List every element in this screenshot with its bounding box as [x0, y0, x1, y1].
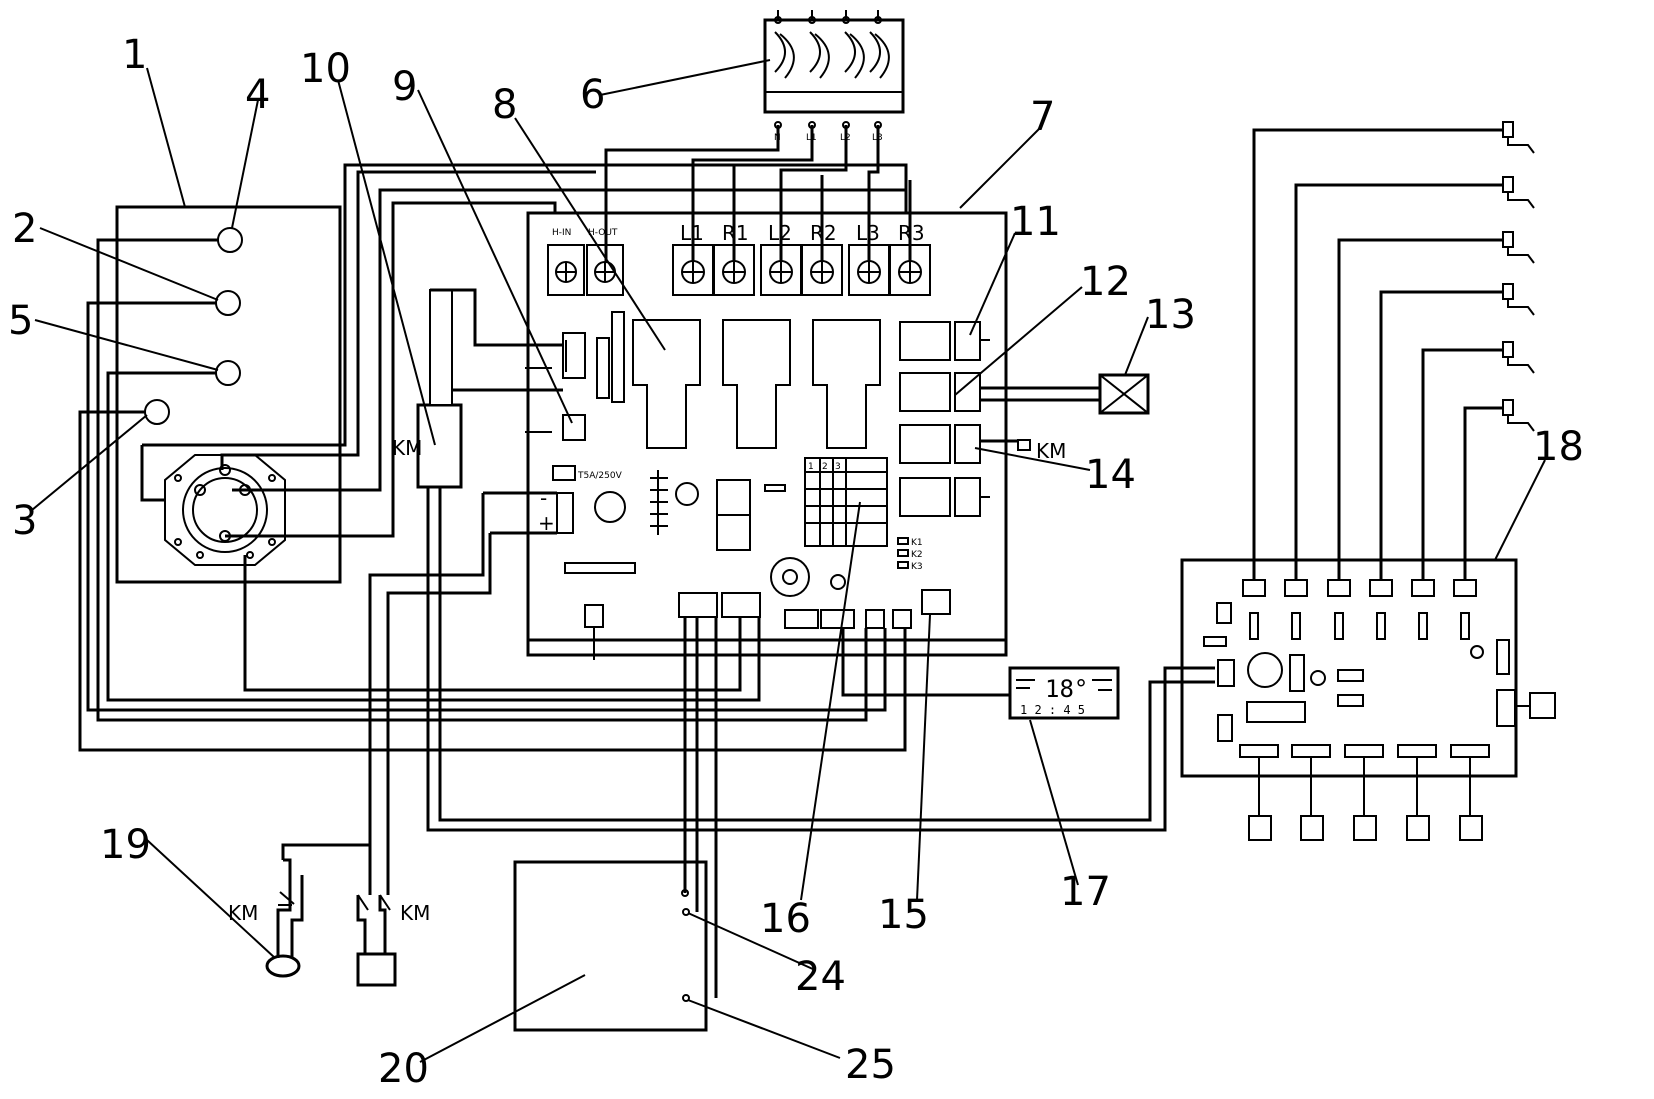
- grid-label-3: 3: [835, 462, 841, 472]
- contactor-km: KM: [392, 289, 463, 489]
- wiring-harness: [78, 163, 1215, 895]
- secondary-control-board: [1180, 558, 1556, 841]
- resistor-strip: [564, 562, 636, 574]
- callout-11: 11: [1010, 199, 1061, 245]
- callout-18: 18: [1533, 424, 1584, 470]
- callout-10: 10: [300, 46, 351, 92]
- callout-16: 16: [760, 896, 811, 942]
- callout-12: 12: [1080, 259, 1131, 305]
- callout-9: 9: [392, 64, 417, 110]
- callout-numbers: 1 2 3 4 5 6 7 8 9 10 11 12 13 14 15 16 1…: [8, 32, 1584, 1092]
- display-time: 1 2 : 4 5: [1020, 703, 1085, 717]
- coil-km-label: KM: [1036, 439, 1066, 463]
- pump-km-label: KM: [228, 901, 258, 925]
- callout-2: 2: [12, 206, 37, 252]
- callout-19: 19: [100, 822, 151, 868]
- polarity-minus: -: [540, 486, 547, 510]
- buzzer: [770, 557, 810, 597]
- callout-24: 24: [795, 954, 846, 1000]
- dip-switch-grid: 1 2 3: [804, 457, 888, 547]
- callout-4: 4: [245, 72, 270, 118]
- callout-20: 20: [378, 1046, 429, 1092]
- water-out-label: H-OUT: [588, 228, 618, 238]
- callout-17: 17: [1060, 869, 1111, 915]
- circuit-breaker: N L1 L2 L3: [763, 10, 905, 143]
- transformer: [650, 470, 668, 535]
- grid-label-2: 2: [822, 462, 828, 472]
- capacitor-1: [594, 491, 626, 523]
- contactor-km-label: KM: [392, 436, 422, 460]
- callout-leaders: [31, 59, 1546, 1063]
- power-relays: [632, 319, 881, 449]
- switch-km-label: KM: [400, 901, 430, 925]
- k-switches: K1 K2 K3: [897, 537, 923, 572]
- polarity-plus: +: [538, 511, 555, 535]
- connector-strip-2: [611, 311, 625, 403]
- display-temperature: 18°: [1045, 675, 1088, 703]
- callout-8: 8: [492, 82, 517, 128]
- callout-7: 7: [1030, 94, 1055, 140]
- fan-13: [980, 373, 1150, 415]
- k1-label: K1: [911, 538, 923, 548]
- water-terminals: H-IN H-OUT: [547, 228, 624, 296]
- callout-14: 14: [1085, 452, 1136, 498]
- breaker-wires: [604, 125, 912, 262]
- pump-19: KM KM: [228, 858, 430, 987]
- grid-label-1: 1: [808, 462, 814, 472]
- heater-tank-box: [115, 205, 342, 584]
- small-part: [764, 484, 786, 492]
- fuse: [552, 465, 576, 481]
- callout-13: 13: [1145, 292, 1196, 338]
- led: [830, 574, 846, 590]
- bottom-connectors: [584, 589, 951, 660]
- point-24: [682, 908, 690, 916]
- water-in-label: H-IN: [552, 228, 571, 238]
- dc-connector: [556, 492, 574, 534]
- callout-5: 5: [8, 298, 33, 344]
- connector-strip: [596, 337, 610, 399]
- fuse-label: T5A/250V: [577, 471, 623, 481]
- callout-3: 3: [12, 498, 37, 544]
- km-coil-14: KM: [980, 439, 1066, 463]
- capacitor-2: [675, 482, 699, 506]
- callout-15: 15: [878, 892, 929, 938]
- main-control-board: H-IN H-OUT L1 R1 L2 R2 L3 R3: [525, 211, 1008, 660]
- signal-relays: [899, 321, 990, 517]
- water-box-20: [513, 617, 718, 1032]
- temperature-display: 18° 1 2 : 4 5: [841, 628, 1120, 720]
- connector-sensor: [562, 332, 586, 379]
- solenoid-valves: [1252, 121, 1535, 580]
- callout-25: 25: [845, 1042, 896, 1088]
- callout-1: 1: [122, 32, 147, 78]
- k2-label: K2: [911, 550, 923, 560]
- connector-9: [562, 414, 586, 441]
- point-25: [682, 994, 690, 1002]
- k3-label: K3: [911, 562, 923, 572]
- callout-6: 6: [580, 72, 605, 118]
